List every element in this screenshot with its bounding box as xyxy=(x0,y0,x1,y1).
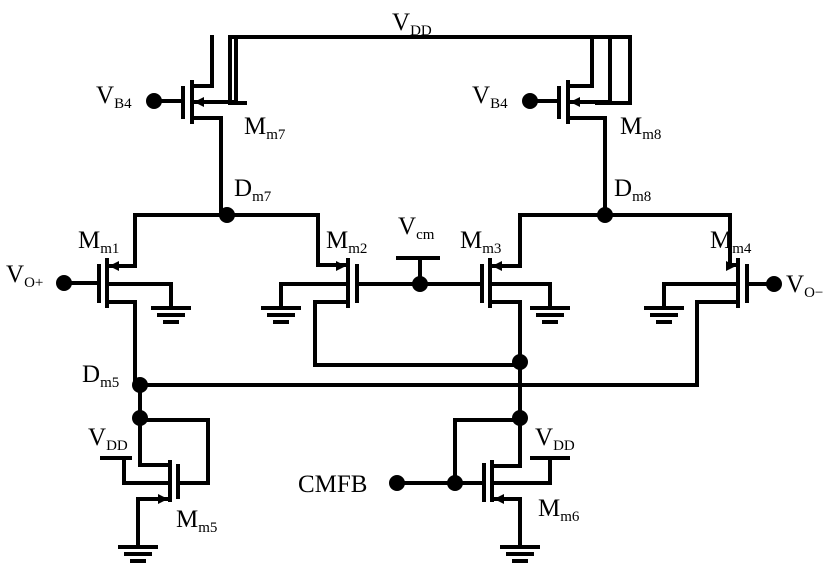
transistor-mm2 xyxy=(279,258,522,367)
dm8-label: Dm8 xyxy=(614,175,651,205)
vb4-left-label: VB4 xyxy=(96,82,132,112)
transistor-mm3 xyxy=(480,258,552,422)
cmfb-node xyxy=(447,475,463,491)
vcm-bias xyxy=(396,256,484,287)
vdd-left-label: VDD xyxy=(88,424,128,454)
mm3-source-node xyxy=(512,354,528,370)
transistor-mm7 xyxy=(161,35,238,217)
ground-mm5 xyxy=(118,545,158,563)
mm6-label: Mm6 xyxy=(538,495,580,525)
ground-mm3 xyxy=(530,306,570,324)
transistor-mm8 xyxy=(533,35,612,217)
ground-mm6 xyxy=(500,545,540,563)
ground-mm2 xyxy=(261,306,301,324)
vcm-label: Vcm xyxy=(398,213,435,243)
vo-plus-label: VO+ xyxy=(6,261,43,291)
vb4-right-label: VB4 xyxy=(472,82,508,112)
vo-plus-terminal xyxy=(56,275,72,291)
vcm-node xyxy=(412,276,428,292)
vb4-left-terminal xyxy=(146,93,162,109)
transistor-mm6 xyxy=(398,456,570,547)
ground-mm1 xyxy=(151,306,191,324)
transistor-mm1 xyxy=(68,258,173,387)
mm6-gate-tie xyxy=(453,418,522,485)
mm1-label: Mm1 xyxy=(78,227,119,257)
cmfb-label: CMFB xyxy=(298,471,367,498)
vdd-right-label: VDD xyxy=(535,424,575,454)
vdd-top-label: VDD xyxy=(392,9,432,39)
mm5-gate-tie xyxy=(138,418,210,485)
dm7-node xyxy=(219,207,235,223)
mm4-label: Mm4 xyxy=(710,227,752,257)
dm8-net xyxy=(518,213,740,267)
transistor-mm5 xyxy=(100,456,180,547)
dm8-node xyxy=(597,207,613,223)
dm7-net xyxy=(133,213,339,267)
dm5-label: Dm5 xyxy=(82,361,119,391)
mm3-label: Mm3 xyxy=(460,227,501,257)
mm8-label: Mm8 xyxy=(620,113,661,143)
ground-mm4 xyxy=(644,306,684,324)
vb4-right-terminal xyxy=(522,93,538,109)
cmfb-terminal xyxy=(389,475,405,491)
vo-minus-terminal xyxy=(766,276,782,292)
mm2-label: Mm2 xyxy=(326,227,367,257)
vo-minus-label: VO− xyxy=(786,271,823,301)
mm5-label: Mm5 xyxy=(176,506,217,536)
dm7-label: Dm7 xyxy=(234,175,272,205)
mm7-label: Mm7 xyxy=(244,113,286,143)
